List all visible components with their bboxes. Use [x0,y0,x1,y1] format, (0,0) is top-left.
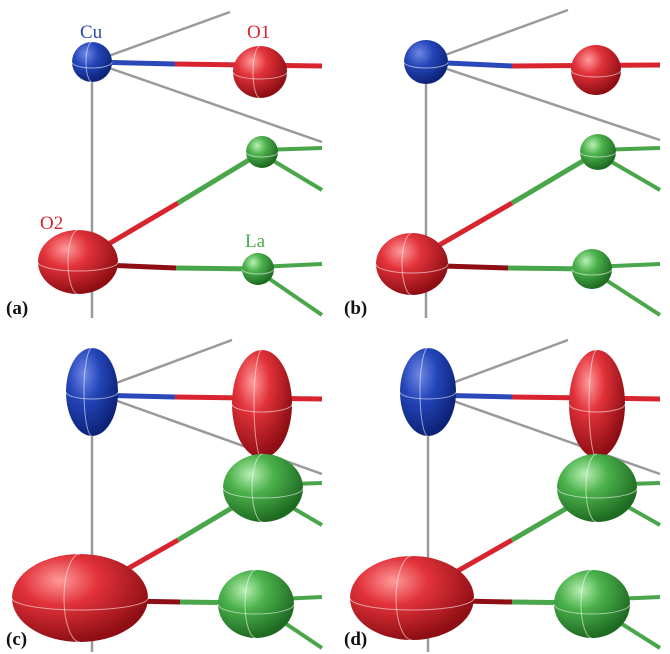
la-atom-lower [571,249,613,289]
panel-label-b: (b) [344,298,367,319]
cu-atom [65,347,119,437]
la-atom-upper [222,453,304,523]
panel-d: (d) [344,338,662,652]
la-atom-upper [556,453,638,523]
cu-atom [403,40,449,84]
la-atom-lower [553,569,631,639]
la-atom-lower [241,253,275,285]
la-atom-lower [217,569,295,639]
panel-b: (b) [344,8,662,319]
o1-atom [570,45,622,95]
o2-atom [37,229,119,295]
cu-label: Cu [80,22,103,43]
panel-label-d: (d) [344,629,367,650]
cu-atom [71,41,113,83]
la-atom-upper [245,136,279,168]
o1-atom [568,349,626,459]
panel-c: (c) [6,338,324,652]
o2-atom [11,553,149,643]
o2-label: O2 [40,213,63,234]
panel-label-a: (a) [6,298,28,319]
la-atom-upper [579,134,617,170]
o1-atom [232,45,288,99]
cu-atom [399,347,457,437]
o1-atom [231,349,293,459]
o2-atom [375,232,449,296]
la-label: La [245,231,266,252]
panel-label-c: (c) [6,629,27,650]
o2-atom [349,555,475,641]
o1-label: O1 [247,22,270,43]
panel-a: Cu O1 O2 La (a) [6,10,324,319]
